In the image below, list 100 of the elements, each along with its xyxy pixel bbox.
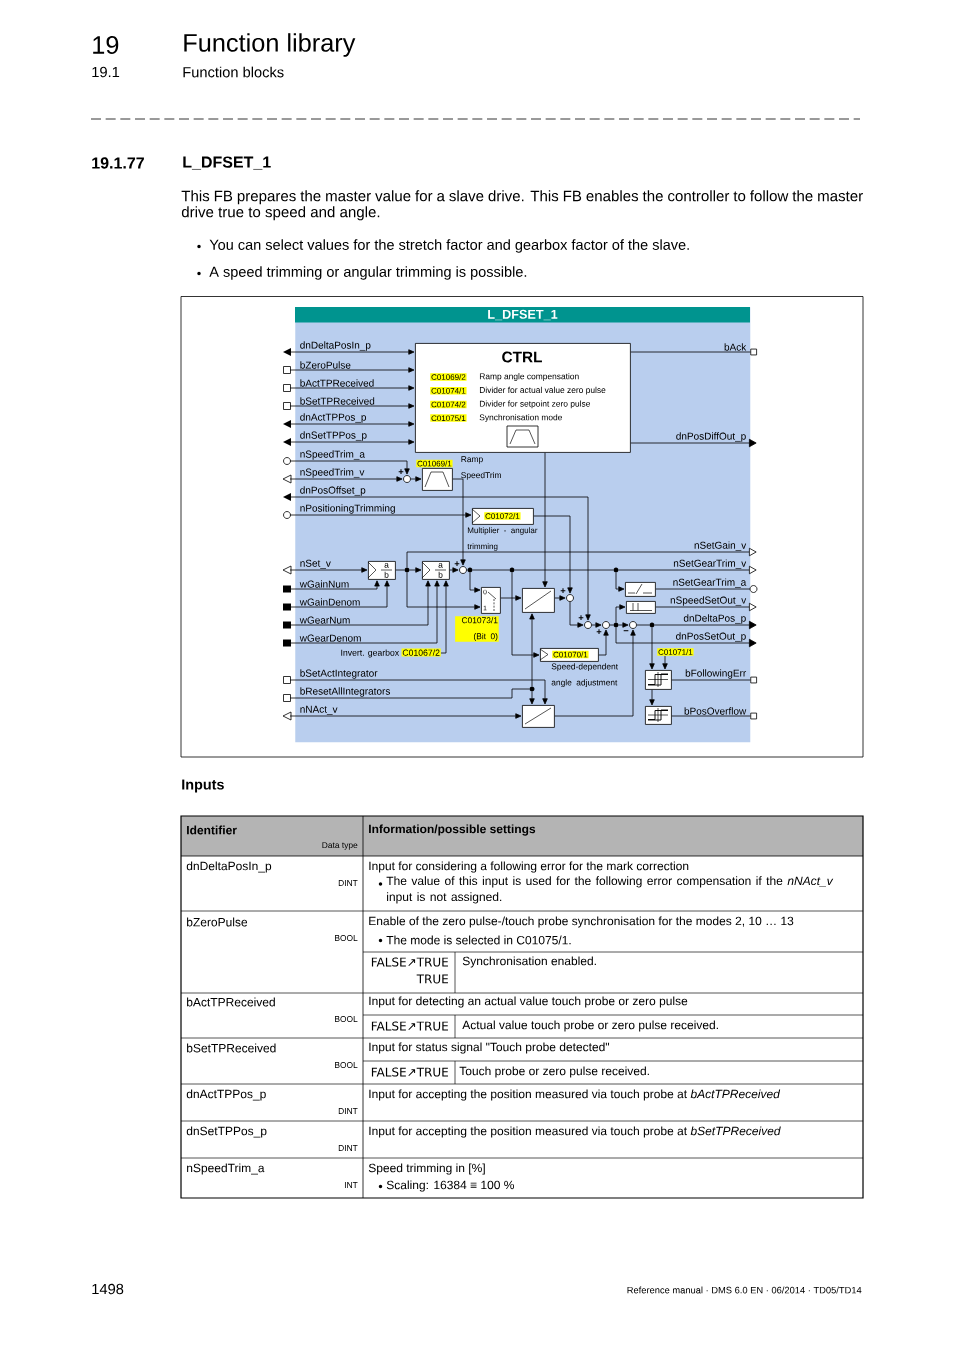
- parameter-description: Synchronisation mode: [479, 414, 562, 422]
- connector: [609, 624, 614, 626]
- block-caption: Speed-dependent angle adjustment: [551, 663, 618, 688]
- signal-name: dnPosSetOut_p: [676, 632, 746, 642]
- conversion-block: [625, 582, 656, 597]
- integrator-block: [522, 705, 555, 728]
- connector: [289, 349, 415, 355]
- connector: [395, 569, 405, 571]
- connector: [542, 452, 548, 588]
- setting-value: FALSE↗TRUE: [371, 1067, 448, 1077]
- connector: [289, 567, 368, 573]
- connector: [654, 620, 757, 630]
- connector: [554, 629, 636, 717]
- description-text: Input for detecting an actual value touch probe or zero pulse: [369, 996, 688, 1008]
- connector: [406, 547, 757, 568]
- connector: [289, 476, 403, 482]
- signal-name: dnDeltaPosIn_p: [186, 861, 272, 873]
- parameter-code: C01069/2: [430, 373, 467, 381]
- connector: [655, 588, 751, 590]
- sign: +: [596, 629, 602, 634]
- description-text: Input for accepting the position measured via touch probe at bActTPReceived: [369, 1089, 781, 1101]
- connector: [289, 580, 390, 608]
- connector: [615, 604, 626, 623]
- signal-name: bFollowingErr: [685, 669, 747, 679]
- connector: [289, 580, 431, 626]
- signal-name: nSpeedTrim_a: [300, 450, 365, 460]
- connector: [671, 676, 757, 684]
- signal-name: dnActTPPos_p: [300, 413, 367, 423]
- chapter-number: 19: [93, 36, 119, 54]
- heading-number: 19.1.77: [92, 157, 144, 169]
- signal-name: nSetGearTrim_a: [673, 578, 747, 588]
- signal-name: nSetGain_v: [694, 541, 747, 551]
- signal-name: bResetAllIntegrators: [300, 687, 390, 697]
- divider-block: a b: [421, 561, 450, 580]
- setting-description: Touch probe or zero pulse received.: [459, 1066, 649, 1078]
- footer-text: Reference manual · DMS 6.0 EN · 06/2014 · TD05/TD14: [627, 1286, 862, 1294]
- connector: [615, 627, 757, 648]
- bullet-item: The mode is selected in C01075/1.: [386, 935, 571, 945]
- parameter-description: Divider for actual value zero pulse: [479, 386, 606, 395]
- data-type: BOOL: [335, 1062, 358, 1068]
- connector: [289, 439, 415, 445]
- data-type: DINT: [338, 1145, 358, 1151]
- connector: [409, 567, 422, 573]
- connector: [410, 476, 422, 482]
- connector: [289, 512, 472, 518]
- connector: [615, 572, 625, 592]
- parameter-description: Ramp angle compensation: [479, 373, 579, 381]
- connector: [289, 688, 530, 699]
- connector: [289, 580, 380, 590]
- signal-name: dnDeltaPosIn_p: [300, 341, 371, 351]
- page-number: 1498: [92, 1283, 124, 1295]
- bullet-item: A speed trimming or angular trimming is possible.: [209, 266, 527, 280]
- parameter-code: C01071/1: [657, 648, 694, 656]
- connector: [514, 569, 614, 571]
- parameter-label: Invert. gearbox C01067/2: [341, 648, 441, 658]
- signal-name: wGainNum: [299, 580, 349, 588]
- connector: [618, 622, 629, 628]
- signal-name: bActTPReceived: [300, 379, 374, 387]
- label: Data type: [322, 842, 358, 850]
- connector: [472, 569, 510, 571]
- data-type: DINT: [338, 880, 358, 886]
- signal-name: bSetTPReceived: [300, 397, 375, 405]
- block-caption: Ramp SpeedTrim: [461, 456, 501, 480]
- setting-description: Actual value touch probe or zero pulse received.: [462, 1020, 718, 1032]
- signal-name: bSetActIntegrator: [300, 669, 378, 679]
- signal-name: dnSetTPPos_p: [186, 1126, 267, 1138]
- connector: [655, 602, 757, 612]
- connector: [289, 403, 415, 409]
- connector: [529, 691, 535, 705]
- connector: [449, 567, 459, 573]
- description-text: Enable of the zero pulse-/touch probe synchronisation for the modes 2, 10 … 13: [369, 916, 794, 928]
- connector: [452, 478, 466, 566]
- signal-name: dnPosDiffOut_p: [676, 432, 746, 442]
- connector: [662, 655, 668, 670]
- signal-name: dnDeltaPos_p: [683, 614, 746, 624]
- integrator-block: [522, 588, 555, 613]
- signal-name: nSpeedTrim_a: [187, 1163, 265, 1175]
- summing-junction: [403, 475, 411, 483]
- parameter-code: C01069/1: [416, 459, 453, 468]
- parameter-code: C01074/1: [430, 386, 467, 395]
- connector: [289, 580, 440, 644]
- section-title: Function blocks: [183, 66, 284, 78]
- setting-description: Synchronisation enabled.: [462, 956, 596, 968]
- summing-junction: [629, 621, 637, 629]
- divider-block: a b: [367, 561, 396, 580]
- data-type: INT: [345, 1182, 358, 1188]
- signal-name: dnPosOffset_p: [300, 486, 366, 496]
- connector: [649, 627, 655, 670]
- description-text: Input for considering a following error for the mark correction: [369, 861, 689, 873]
- heading-title: L_DFSET_1: [183, 156, 271, 170]
- section-number: 19.1: [92, 66, 120, 78]
- signal-name: wGearDenom: [299, 634, 361, 642]
- connector: [598, 629, 609, 656]
- description-text: Input for accepting the position measured via touch probe at bSetTPReceived: [369, 1126, 781, 1138]
- connector: [533, 515, 573, 594]
- signal-name: nPositioningTrimming: [300, 504, 395, 514]
- header-cell: Identifier Data type: [181, 816, 363, 856]
- connector: [289, 460, 410, 475]
- connector: [500, 595, 522, 601]
- multiplier-block: C01072/1: [471, 508, 534, 525]
